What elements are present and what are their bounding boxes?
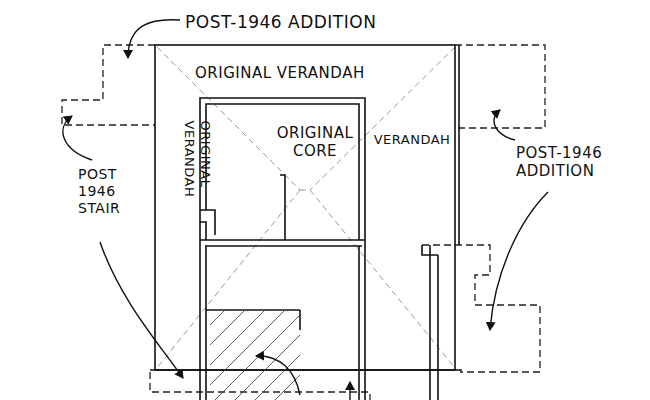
core-label: ORIGINAL CORE — [255, 124, 375, 160]
verandah-label: ORIGINAL VERANDAH — [195, 64, 420, 82]
stair-label: POST 1946 STAIR — [78, 166, 140, 216]
verandah-label: VERANDAH — [368, 132, 456, 148]
addition-label: POST-1946 ADDITION — [516, 144, 626, 180]
addition-label: POST-1946 ADDITION — [185, 12, 445, 32]
verandah-label: ORIGINAL VERANDAH — [181, 121, 212, 239]
